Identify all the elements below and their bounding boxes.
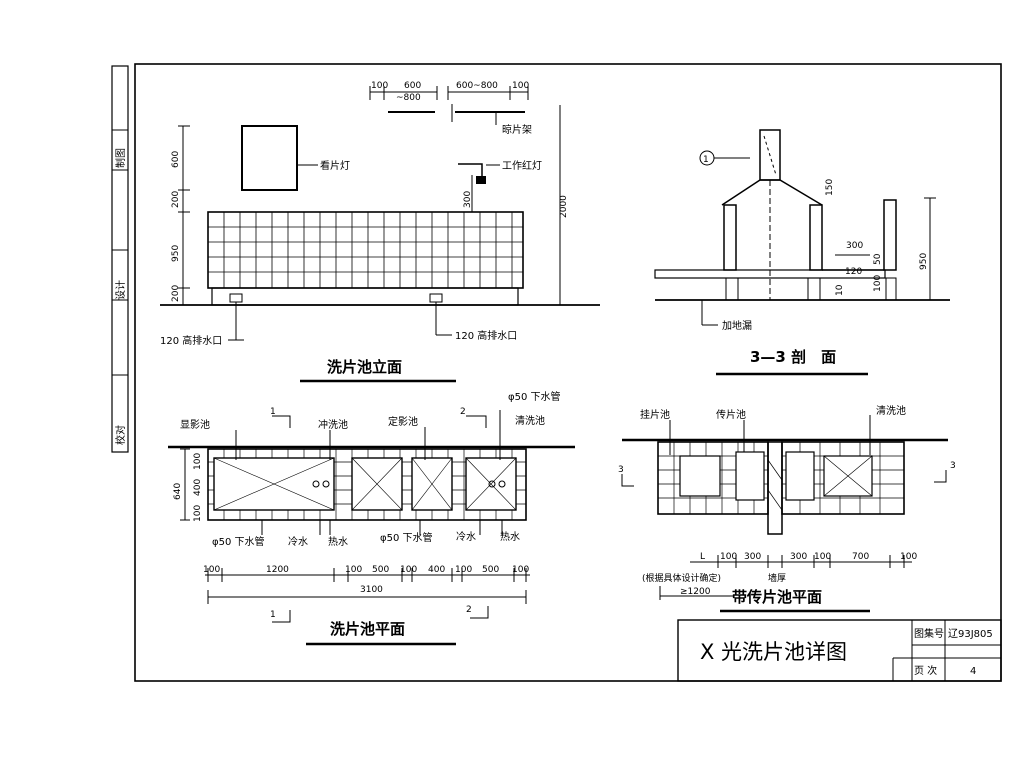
elev-dim-v2: 200 — [171, 191, 181, 208]
section-title: 3—3 剖 面 — [750, 348, 836, 366]
pass-dim-d100a: 100 — [720, 552, 737, 562]
sidebar-label-check: 校对 — [114, 425, 127, 445]
section-view: 1 150 300 120 50 100 10 950 加地漏 3—3 剖 面 — [654, 129, 950, 376]
plan-dim-v100b: 100 — [193, 505, 203, 522]
plan-label-dev: 显影池 — [180, 418, 210, 431]
elev-dim-top3: ~800 — [396, 93, 421, 103]
pass-label-wash: 清洗池 — [876, 404, 906, 417]
elev-label-drain-left: 120 高排水口 — [160, 334, 222, 347]
elev-dim-top4: 600~800 — [456, 81, 498, 91]
elev-dim-h2000: 2000 — [559, 195, 569, 218]
plan-label-wash: 清洗池 — [515, 414, 545, 427]
sidebar-label-draw: 制图 — [114, 148, 127, 168]
section-dim-d120: 120 — [845, 267, 862, 277]
drawing-title: X 光洗片池详图 — [700, 640, 847, 664]
pass-plan-title: 带传片池平面 — [732, 588, 822, 606]
pass-dim-d100b: 100 — [814, 552, 831, 562]
section-dim-d50: 50 — [873, 253, 883, 265]
plan-dim-v640: 640 — [173, 483, 183, 500]
section-label-ground: 加地漏 — [722, 319, 752, 332]
sink-body-plan — [207, 448, 527, 521]
plan-label-rinse: 冲洗池 — [318, 418, 348, 431]
plan-label-hot1: 热水 — [328, 535, 348, 548]
plan-dim-d100c: 100 — [400, 565, 417, 575]
plan-dim-v100a: 100 — [193, 453, 203, 470]
plan-dim-v400: 400 — [193, 479, 203, 496]
pass-sec3-right: 3 — [950, 461, 956, 471]
elev-dim-v4: 200 — [171, 285, 181, 302]
plan-label-cold2: 冷水 — [456, 530, 476, 543]
plan-dim-d100d: 100 — [455, 565, 472, 575]
plan-label-cold1: 冷水 — [288, 535, 308, 548]
pass-dim-d300a: 300 — [744, 552, 761, 562]
sink-plan-view: 显影池 冲洗池 定影池 φ50 下水管 清洗池 1 2 — [168, 390, 575, 646]
plan-dim-d100a: 100 — [203, 565, 220, 575]
pass-dim-d100c: 100 — [900, 552, 917, 562]
sidebar-strip — [111, 65, 129, 453]
elev-dim-top5: 100 — [512, 81, 529, 91]
plan-sec2-bot: 2 — [466, 605, 472, 615]
elev-label-light: 看片灯 — [320, 159, 350, 172]
pass-label-pass: 传片池 — [716, 408, 746, 421]
elev-dim-top1: 100 — [371, 81, 388, 91]
sheet-border — [134, 63, 1002, 682]
plan-label-hot2: 热水 — [500, 530, 520, 543]
section-dim-d950: 950 — [919, 253, 929, 270]
atlas-value: 辽93J805 — [948, 628, 993, 640]
plan-dim-d500b: 500 — [482, 565, 499, 575]
plan-dim-d100b: 100 — [345, 565, 362, 575]
pass-label-hang: 挂片池 — [640, 408, 670, 421]
section-dim-d10: 10 — [835, 284, 845, 296]
pass-min: ≥1200 — [680, 587, 711, 597]
title-block: X 光洗片池详图 图集号 辽93J805 页 次 4 — [677, 619, 1002, 682]
plan-dim-total: 3100 — [360, 585, 383, 595]
sidebar-label-design: 设计 — [114, 280, 127, 300]
plan-dim-d500a: 500 — [372, 565, 389, 575]
pass-dim-d700: 700 — [852, 552, 869, 562]
plan-label-drain-top: φ50 下水管 — [508, 390, 561, 403]
page-label: 页 次 — [914, 664, 937, 677]
section-dim-d100: 100 — [873, 275, 883, 292]
elev-dim-top2: 600 — [404, 81, 421, 91]
film-viewer-box — [241, 125, 298, 191]
elev-label-lamp: 工作红灯 — [502, 159, 542, 172]
plan-sec1-top: 1 — [270, 407, 276, 417]
section-marker: 1 — [703, 155, 709, 165]
pass-dim-d300b: 300 — [790, 552, 807, 562]
plan-label-drain2: φ50 下水管 — [380, 531, 433, 544]
elevation-title: 洗片池立面 — [327, 358, 402, 376]
elev-label-drain-right: 120 高排水口 — [455, 329, 517, 342]
plan-dim-d100e: 100 — [512, 565, 529, 575]
sink-body-elevation — [207, 211, 524, 289]
elev-dim-v3: 950 — [171, 245, 181, 262]
plan-sec1-bot: 1 — [270, 610, 276, 620]
plan-dim-d400: 400 — [428, 565, 445, 575]
elev-dim-h300: 300 — [463, 191, 473, 208]
pass-sec3-left: 3 — [618, 465, 624, 475]
elev-dim-v1: 600 — [171, 151, 181, 168]
atlas-label: 图集号 — [914, 627, 944, 640]
pass-dim-l: L — [700, 552, 705, 562]
plan-label-fix: 定影池 — [388, 415, 418, 428]
plan-label-drain1: φ50 下水管 — [212, 535, 265, 548]
plan-dim-d1200: 1200 — [266, 565, 289, 575]
elevation-view: 100 600 ~800 600~800 100 晾片架 看片灯 工作红灯 30… — [160, 81, 600, 383]
pass-plan-view: 挂片池 传片池 清洗池 — [618, 404, 956, 613]
page-value: 4 — [970, 666, 976, 677]
section-dim-d300: 300 — [846, 241, 863, 251]
pass-note: (根据具体设计确定) — [642, 572, 721, 584]
elev-label-rack: 晾片架 — [502, 123, 532, 136]
plan-title: 洗片池平面 — [330, 620, 405, 638]
section-dim-d150: 150 — [825, 179, 835, 196]
pass-wall: 墙厚 — [768, 572, 786, 584]
plan-sec2-top: 2 — [460, 407, 466, 417]
